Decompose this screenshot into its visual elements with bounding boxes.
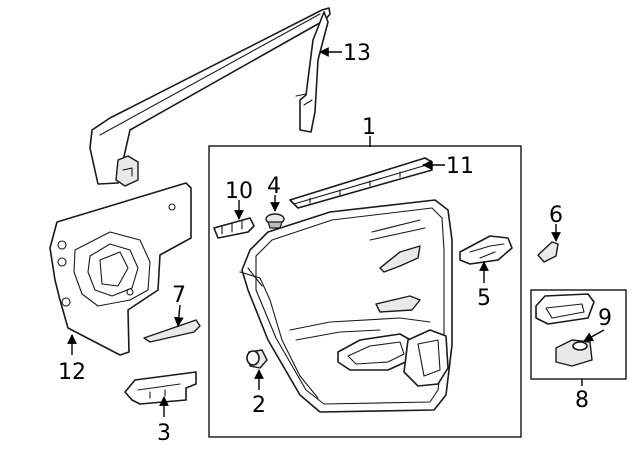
part-10-retainer-bracket	[213, 217, 255, 239]
part-13-window-frame-molding	[89, 7, 331, 187]
part-4-push-clip	[265, 213, 285, 229]
callout-10: 10	[225, 179, 253, 204]
assembly-box-switch	[530, 289, 627, 380]
part-7-pull-handle-trim	[143, 319, 201, 343]
callout-6: 6	[549, 203, 563, 228]
callout-5: 5	[477, 286, 491, 311]
part-9-switch-bezel	[555, 339, 593, 367]
part-5-inside-handle	[459, 235, 513, 265]
callout-4: 4	[267, 174, 281, 199]
callout-12: 12	[58, 360, 86, 385]
part-3-mounting-bracket	[124, 371, 197, 405]
part-2-fastener	[246, 349, 268, 369]
part-11-beltline-molding	[289, 157, 433, 209]
callout-2: 2	[252, 393, 266, 418]
part-6-trim-cap	[537, 241, 559, 263]
callout-8: 8	[575, 388, 589, 413]
callout-1: 1	[362, 115, 376, 140]
part-8-window-switch	[535, 293, 595, 325]
callout-7: 7	[172, 283, 186, 308]
callout-11: 11	[446, 154, 474, 179]
part-1-door-trim-panel	[239, 199, 453, 413]
callout-13: 13	[343, 41, 371, 66]
assembly-box-door-trim	[208, 145, 522, 438]
leader-7	[173, 304, 184, 327]
leader-9	[583, 329, 605, 342]
callout-9: 9	[598, 306, 612, 331]
part-12-water-deflector	[49, 182, 192, 356]
callout-3: 3	[157, 421, 171, 446]
